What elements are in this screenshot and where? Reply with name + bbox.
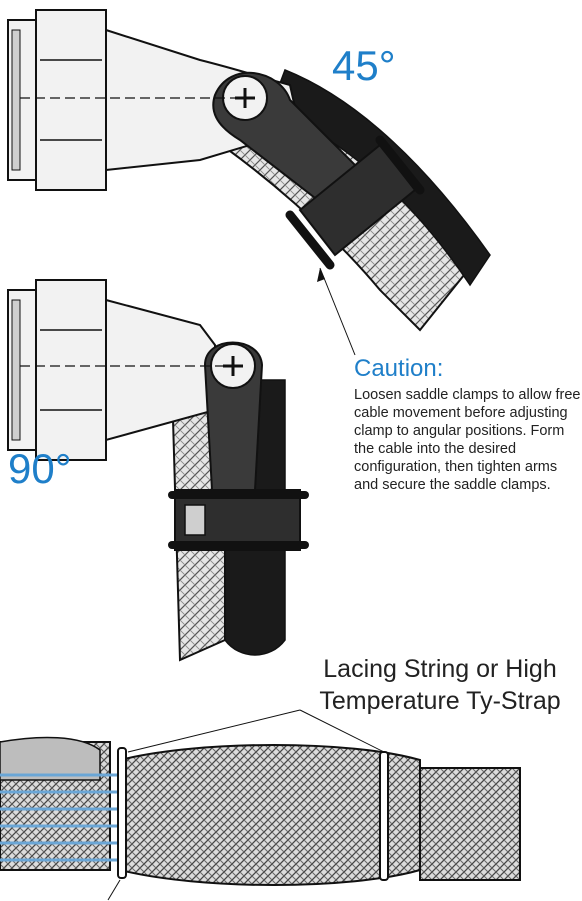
angle-label-45: 45° — [332, 42, 396, 89]
lacing-leader-left — [127, 709, 301, 753]
left-cable-jacket — [0, 736, 101, 781]
lacing-leader-right — [299, 709, 385, 753]
caution-title: Caution: — [354, 355, 444, 382]
lacing-label: Lacing String or High Temperature Ty-Str… — [319, 655, 561, 715]
connector-45-assembly — [7, 9, 491, 332]
lacing-leader-bottom — [107, 879, 121, 901]
connector-90-assembly — [7, 279, 309, 662]
saddle-clamp-90 — [168, 489, 309, 551]
lacing-strap-right — [379, 751, 389, 881]
conductor-wires — [0, 773, 130, 862]
caution-leader-line — [319, 267, 356, 356]
connector-body-45 — [7, 9, 302, 191]
saddle-clamp-45 — [285, 135, 425, 270]
lacing-strap-left — [117, 747, 127, 879]
lacing-assembly — [0, 709, 521, 901]
right-cable-braid — [419, 767, 521, 881]
angle-label-90: 90° — [8, 445, 72, 492]
caution-arrowhead — [317, 268, 325, 282]
center-bundle-braid — [119, 744, 421, 886]
caution-text: Loosen saddle clamps to allow free cable… — [354, 387, 581, 493]
caution-note: Caution: Loosen saddle clamps to allow f… — [354, 356, 582, 494]
connector-body-90 — [7, 279, 216, 461]
